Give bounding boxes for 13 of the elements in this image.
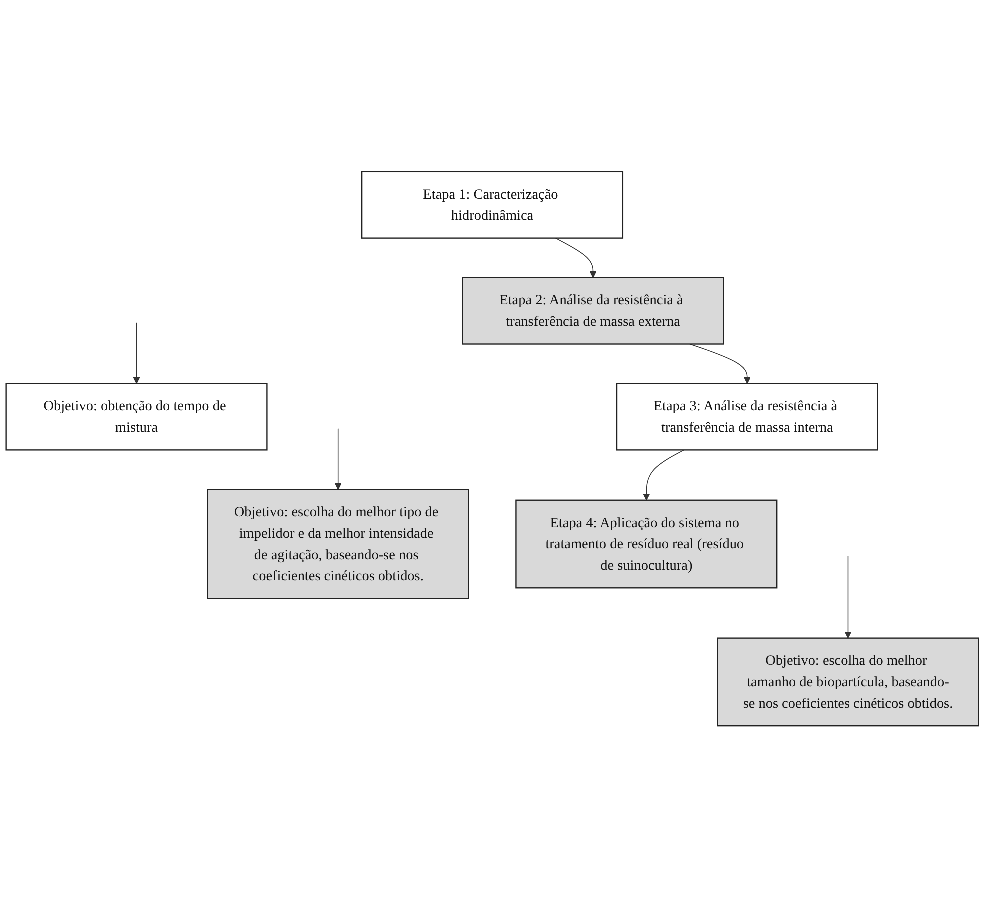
arrow — [844, 556, 852, 639]
node-box: Objetivo: escolha do melhor tamanho de biopartícula, baseando-se nos coeficientes cinéticos obtidos. — [717, 638, 980, 727]
arrow — [643, 450, 685, 501]
node-box: Etapa 3: Análise da resistência à transferência de massa interna — [616, 383, 878, 451]
node-box: Objetivo: escolha do melhor tipo de impelidor e da melhor intensidade de agitação, baseando-se nos coeficientes cinéticos obtidos. — [207, 489, 470, 600]
node-box: Objetivo: obtenção do tempo de mistura — [6, 383, 268, 451]
arrow — [133, 322, 140, 384]
arrow — [334, 428, 342, 490]
node-box: Etapa 1: Caracterização hidrodinâmica — [361, 171, 624, 239]
arrow — [555, 238, 597, 278]
node-box: Etapa 2: Análise da resistência à transferência de massa externa — [462, 277, 724, 345]
node-box: Etapa 4: Aplicação do sistema no tratamento de resíduo real (resíduo de suinocultura) — [516, 500, 778, 589]
arrow — [690, 344, 751, 384]
